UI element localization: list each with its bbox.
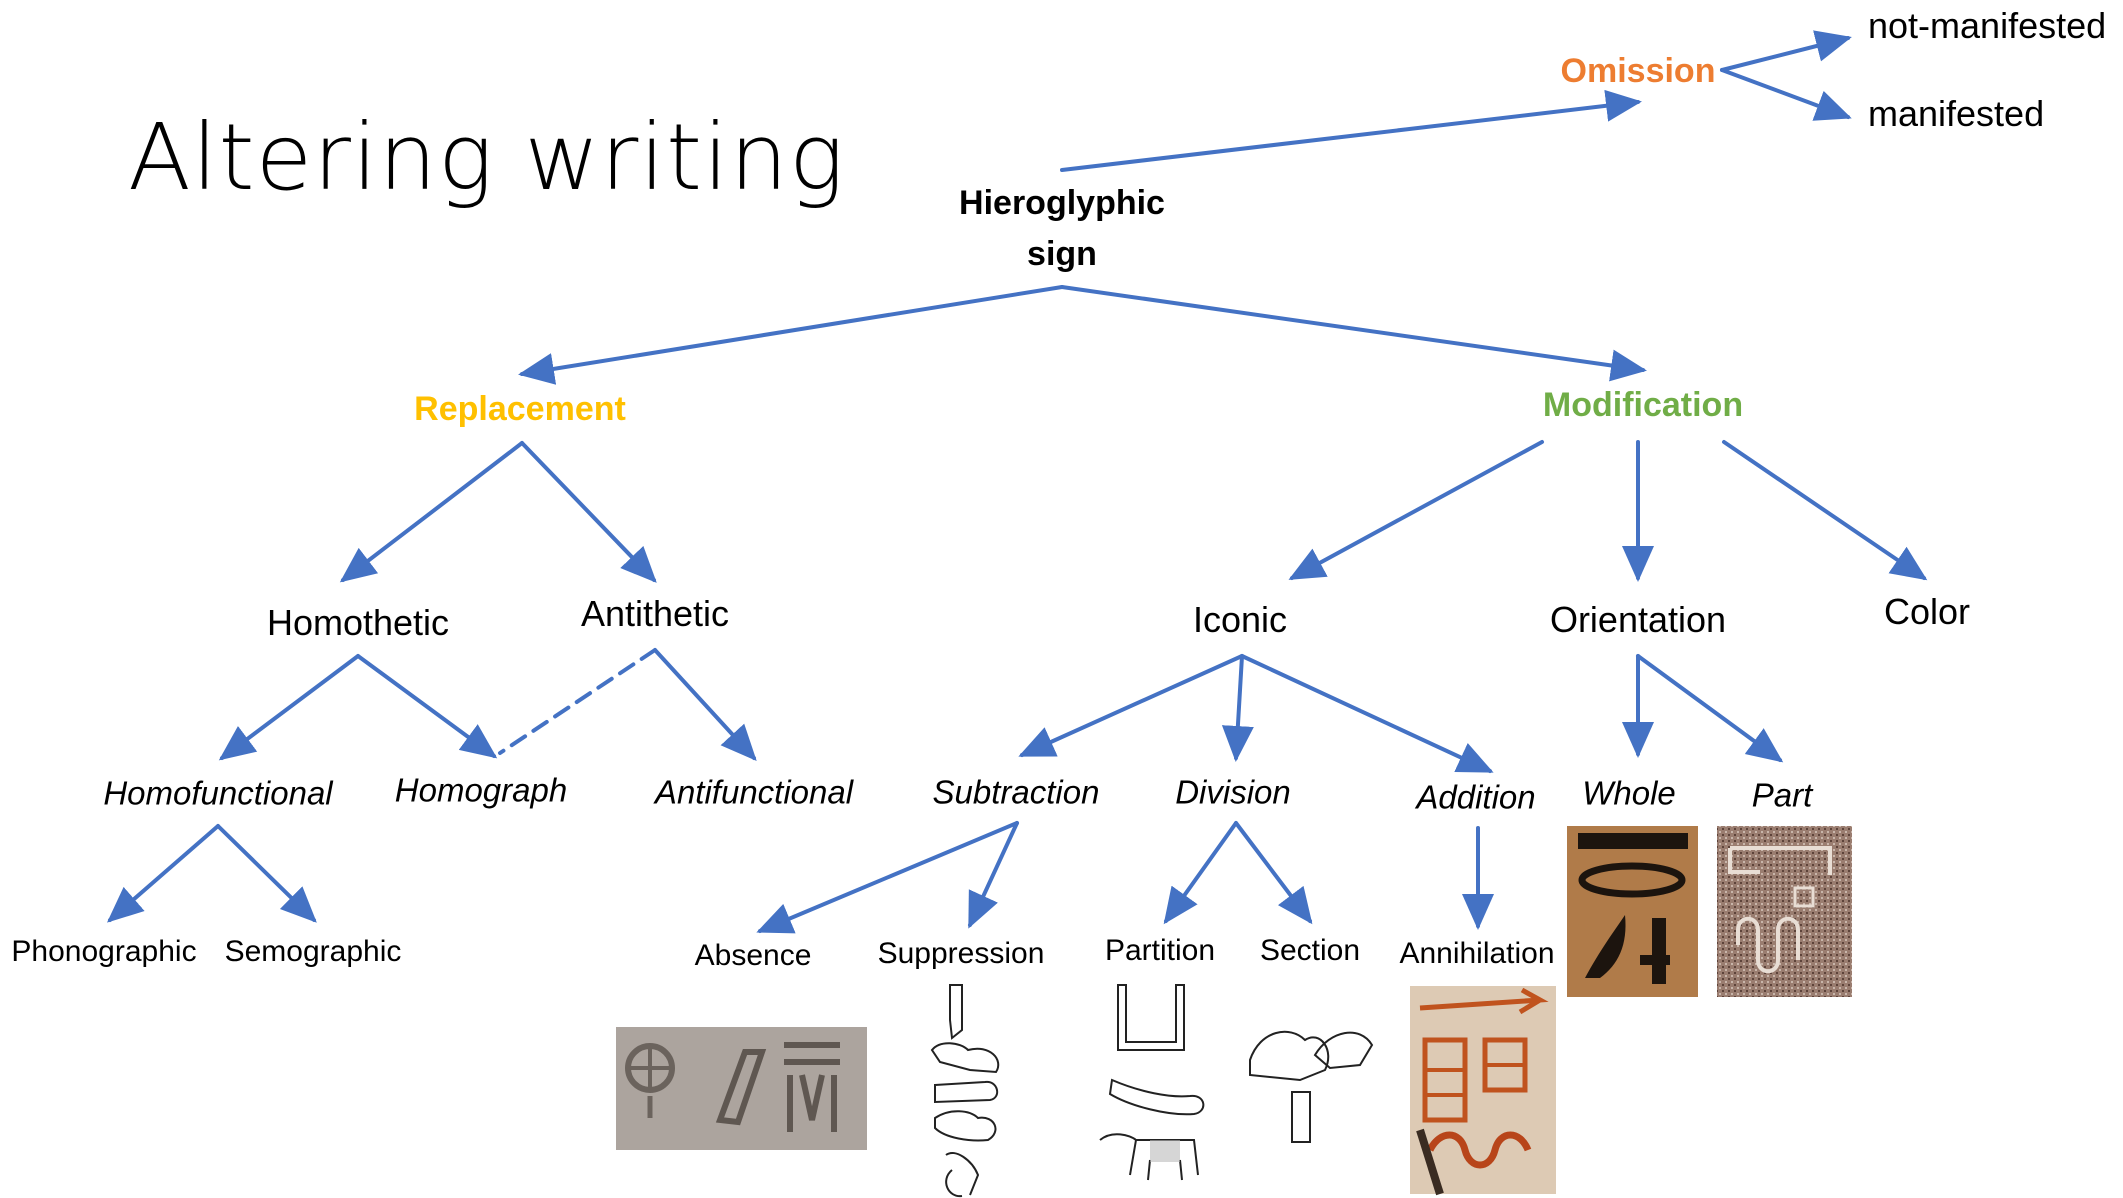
part-label: Part (1751, 776, 1813, 814)
annihilation-label: Annihilation (1399, 937, 1555, 970)
homothetic-label: Homothetic (266, 602, 450, 643)
semographic-label: Semographic (224, 935, 402, 968)
edge-iconic-addition (1240, 654, 1494, 773)
addition-label: Addition (1416, 778, 1536, 816)
edge-subtraction-absence (756, 821, 1019, 934)
antithetic-label: Antithetic (580, 593, 730, 634)
whole-label: Whole (1582, 774, 1676, 812)
homofunctional-label: Homofunctional (103, 774, 333, 812)
partition-label: Partition (1104, 934, 1216, 967)
not-manifested-label: not-manifested (1868, 5, 2107, 46)
edge-replacement-homothetic (339, 441, 524, 583)
edge-root-replacement (518, 285, 1064, 385)
omission-label: Omission (1560, 52, 1716, 90)
absence-label: Absence (694, 939, 812, 972)
division-label: Division (1175, 773, 1291, 811)
homograph-label: Homograph (394, 771, 568, 809)
replacement-label: Replacement (414, 390, 626, 428)
section-example-image (1249, 1030, 1374, 1143)
annihilation-example-image (1410, 986, 1556, 1196)
whole-example-image (1567, 826, 1698, 997)
partition-example-image (1099, 984, 1205, 1181)
edge-homothetic-homograph (356, 654, 498, 759)
edge-subtraction-suppression (968, 821, 1019, 929)
edge-root-omission (1060, 89, 1642, 172)
modification-label: Modification (1542, 386, 1744, 424)
phonographic-label: Phonographic (11, 935, 197, 968)
edge-antithetic-homograph (498, 648, 657, 755)
edge-homofunctional-semographic (216, 824, 317, 923)
edge-root-modification (1060, 285, 1647, 382)
antifunctional-label: Antifunctional (654, 773, 854, 811)
suppression-example-image (930, 984, 1000, 1198)
iconic-label: Iconic (1192, 599, 1288, 640)
section-label: Section (1259, 934, 1361, 967)
root-node-label: Hieroglyphic sign (959, 184, 1165, 273)
edge-modification-color (1722, 440, 1928, 581)
edge-homothetic-homofunctional (218, 654, 360, 761)
edge-replacement-antithetic (520, 441, 657, 583)
subtraction-label: Subtraction (932, 773, 1100, 811)
edge-homofunctional-phonographic (106, 824, 220, 923)
edge-iconic-subtraction (1018, 654, 1244, 757)
edge-antithetic-antifunctional (653, 648, 757, 761)
orientation-label: Orientation (1549, 599, 1727, 640)
edge-modification-iconic (1288, 440, 1544, 580)
edge-division-partition (1163, 821, 1238, 925)
edge-omission-not-manifested (1720, 30, 1852, 72)
part-example-image (1717, 826, 1852, 997)
edge-iconic-division (1221, 654, 1254, 762)
edge-omission-manifested (1720, 68, 1852, 121)
edge-orientation-part (1636, 654, 1784, 763)
suppression-label: Suppression (877, 937, 1045, 970)
edge-division-section (1234, 821, 1313, 925)
page-title: Altering writing (128, 104, 846, 211)
color-label: Color (1883, 591, 1971, 632)
manifested-label: manifested (1868, 93, 2045, 134)
absence-example-image (616, 1027, 867, 1150)
